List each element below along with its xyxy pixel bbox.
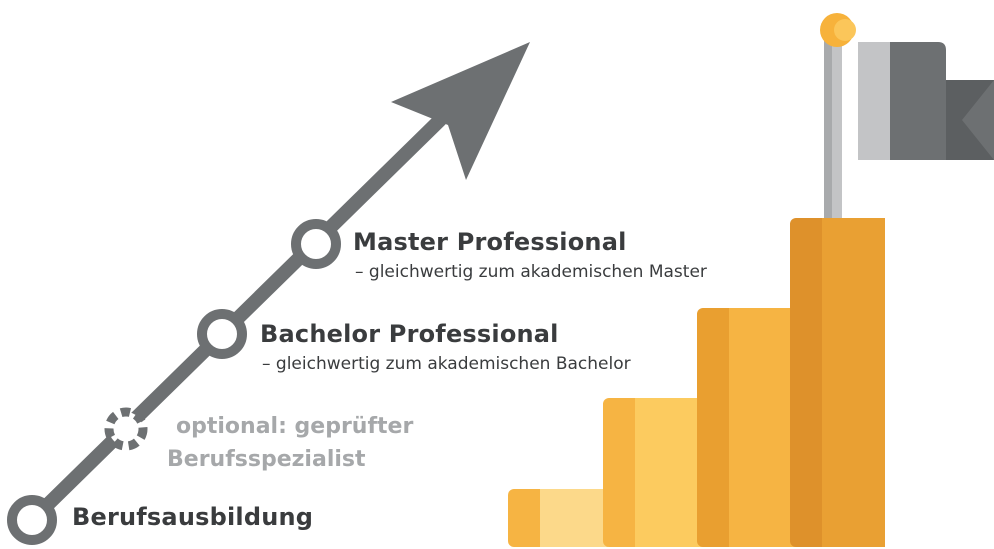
milestone-berufsausbildung — [7, 495, 57, 545]
master-subtitle: – gleichwertig zum akademischen Master — [355, 262, 707, 282]
stair-step-3-highlight — [729, 308, 797, 547]
flag-pole-ball-shine — [834, 19, 856, 41]
flag-notch — [946, 80, 994, 160]
milestone-bachelor — [197, 309, 247, 359]
master-title: Master Professional — [353, 228, 627, 256]
stair-step-1-highlight — [540, 489, 608, 547]
milestone-master — [291, 219, 341, 269]
bachelor-title: Bachelor Professional — [260, 320, 559, 348]
milestone-optional-dashed — [104, 407, 148, 451]
berufsausbildung-title: Berufsausbildung — [72, 503, 314, 531]
optional-title-line1: optional: geprüfter — [176, 414, 414, 439]
flag-pole-shade — [824, 36, 832, 226]
stairs-graphic — [508, 13, 994, 547]
stair-step-2-highlight — [635, 398, 703, 547]
arrow-head — [391, 42, 530, 180]
stair-step-4-highlight — [822, 218, 885, 547]
flag-fold — [858, 42, 890, 160]
bachelor-subtitle: – gleichwertig zum akademischen Bachelor — [262, 354, 631, 374]
optional-title-line2: Berufsspezialist — [167, 447, 366, 472]
